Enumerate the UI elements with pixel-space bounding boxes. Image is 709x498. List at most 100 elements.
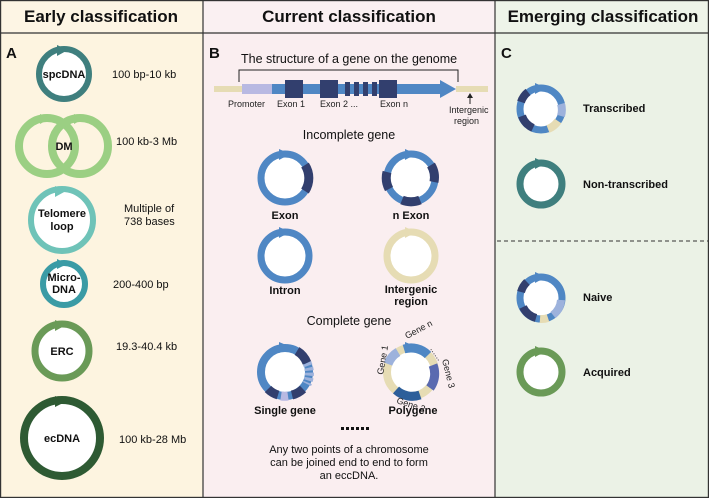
intron-caption: Intron — [269, 285, 300, 297]
transcribed-segment-3 — [518, 114, 535, 132]
intergenic-pointer-tip-icon — [467, 93, 473, 98]
polygene-gene-2 — [392, 386, 422, 401]
gene-structure-track — [214, 80, 488, 104]
ecdna-size: 100 kb-28 Mb — [119, 434, 186, 446]
dm-arrow-left-icon — [40, 114, 51, 124]
single-gene-caption: Single gene — [254, 405, 316, 417]
panel-label-a: A — [6, 45, 17, 62]
intron-ring — [257, 228, 313, 284]
n-exon-ring — [383, 150, 439, 206]
complete-gene-heading: Complete gene — [307, 314, 392, 328]
intergenic-label-2: region — [454, 116, 479, 126]
acquired-label: Acquired — [583, 367, 631, 379]
naive-segment-2 — [550, 299, 565, 319]
polygene-gene-1 — [383, 348, 401, 366]
single-gene-stripes — [302, 361, 314, 386]
emerging-naive: Naive — [516, 272, 612, 324]
promoter-label: Promoter — [228, 99, 265, 109]
spcdna-name: spcDNA — [43, 69, 86, 81]
erc-name: ERC — [50, 346, 73, 358]
intergenic-caption-1: Intergenic — [385, 284, 438, 296]
non-transcribed-arrow-icon — [535, 158, 546, 169]
early-telomere-loop: Telomere loop Multiple of 738 bases — [28, 186, 175, 254]
transcribed-arrow-icon — [535, 83, 546, 94]
incomplete-intron: Intron — [257, 227, 313, 297]
intergenic-label-1: Intergenic — [449, 105, 489, 115]
header-band — [0, 0, 709, 33]
n-exon-segment-1 — [426, 162, 439, 183]
naive-segment-3 — [519, 304, 538, 322]
naive-label: Naive — [583, 292, 612, 304]
single-gene-segment-3 — [264, 385, 280, 400]
microdna-name-1: Micro- — [48, 272, 81, 284]
n-exon-caption: n Exon — [393, 210, 430, 222]
incomplete-exon: Exon — [257, 149, 314, 222]
exon-ring — [257, 150, 313, 206]
early-erc: ERC 19.3-40.4 kb — [31, 320, 177, 382]
early-spcdna: spcDNA 100 bp-10 kb — [36, 45, 176, 102]
exon-tick-2 — [354, 82, 359, 96]
panel-label-b: B — [209, 45, 220, 62]
single-gene-arrow-icon — [279, 342, 291, 353]
exon-ring-segment — [301, 162, 314, 194]
exon-tick-1 — [345, 82, 350, 96]
telomere-ring — [28, 186, 96, 254]
exon-2-label: Exon 2 ... — [320, 99, 358, 109]
gene-structure-title: The structure of a gene on the genome — [241, 52, 457, 66]
incomplete-gene-heading: Incomplete gene — [303, 128, 395, 142]
exon-n-label: Exon n — [380, 99, 408, 109]
panel-label-c: C — [501, 45, 512, 62]
exon-tick-3 — [363, 82, 368, 96]
acquired-ring — [516, 347, 566, 397]
emerging-acquired: Acquired — [516, 346, 631, 397]
telomere-size-1: Multiple of — [124, 203, 175, 215]
non-transcribed-label: Non-transcribed — [583, 179, 668, 191]
erc-size: 19.3-40.4 kb — [116, 341, 177, 353]
telomere-arrow-icon — [55, 186, 66, 197]
exon-1-block — [285, 80, 303, 98]
incomplete-n-exon: n Exon — [381, 149, 439, 222]
dm-name: DM — [55, 141, 72, 153]
note-line-2: can be joined end to end to form — [270, 457, 428, 469]
intergenic-ring — [383, 228, 439, 284]
transcribed-segment-2 — [546, 118, 562, 133]
header-emerging: Emerging classification — [508, 7, 699, 26]
n-exon-ring-arrow-icon — [405, 149, 416, 160]
complete-polygene: Gene 1 Gene 2 Gene 3 Gene n ...... Polyg… — [375, 318, 457, 417]
telomere-name-2: loop — [50, 221, 73, 233]
naive-arrow-icon — [535, 272, 546, 283]
exon-1-label: Exon 1 — [277, 99, 305, 109]
ecdna-arrow-icon — [55, 396, 67, 407]
naive-segment-1 — [517, 279, 530, 294]
intergenic-left — [214, 86, 242, 92]
transcribed-label: Transcribed — [583, 103, 645, 115]
polygene-caption: Polygene — [389, 405, 438, 417]
emerging-transcribed: Transcribed — [516, 83, 645, 134]
dm-size: 100 kb-3 Mb — [116, 136, 177, 148]
intergenic-right — [456, 86, 488, 92]
single-gene-segment-1 — [294, 347, 312, 365]
polygene-gene-3 — [426, 363, 440, 391]
header-early: Early classification — [24, 7, 178, 26]
exon-ring-arrow-icon — [279, 149, 290, 160]
n-exon-segment-2 — [400, 195, 422, 207]
single-gene-segment-2 — [290, 385, 307, 400]
gene-bracket — [238, 69, 459, 82]
exon-tick-4 — [372, 82, 377, 96]
early-microdna: Micro- DNA 200-400 bp — [40, 259, 169, 308]
dm-arrow-right-icon — [74, 114, 85, 124]
spcdna-size: 100 bp-10 kb — [112, 69, 176, 81]
early-ecdna: ecDNA 100 kb-28 Mb — [20, 396, 186, 480]
polygene-arrow-icon — [405, 342, 417, 353]
naive-segment-4 — [539, 314, 550, 324]
early-dm: DM 100 kb-3 Mb — [15, 114, 177, 178]
transcribed-segment-4 — [557, 102, 566, 118]
microdna-arrow-icon — [57, 259, 67, 269]
ecdna-name: ecDNA — [44, 433, 80, 445]
note-line-3: an eccDNA. — [320, 470, 379, 482]
exon-n-block — [379, 80, 397, 98]
panel-b-background — [203, 0, 495, 498]
